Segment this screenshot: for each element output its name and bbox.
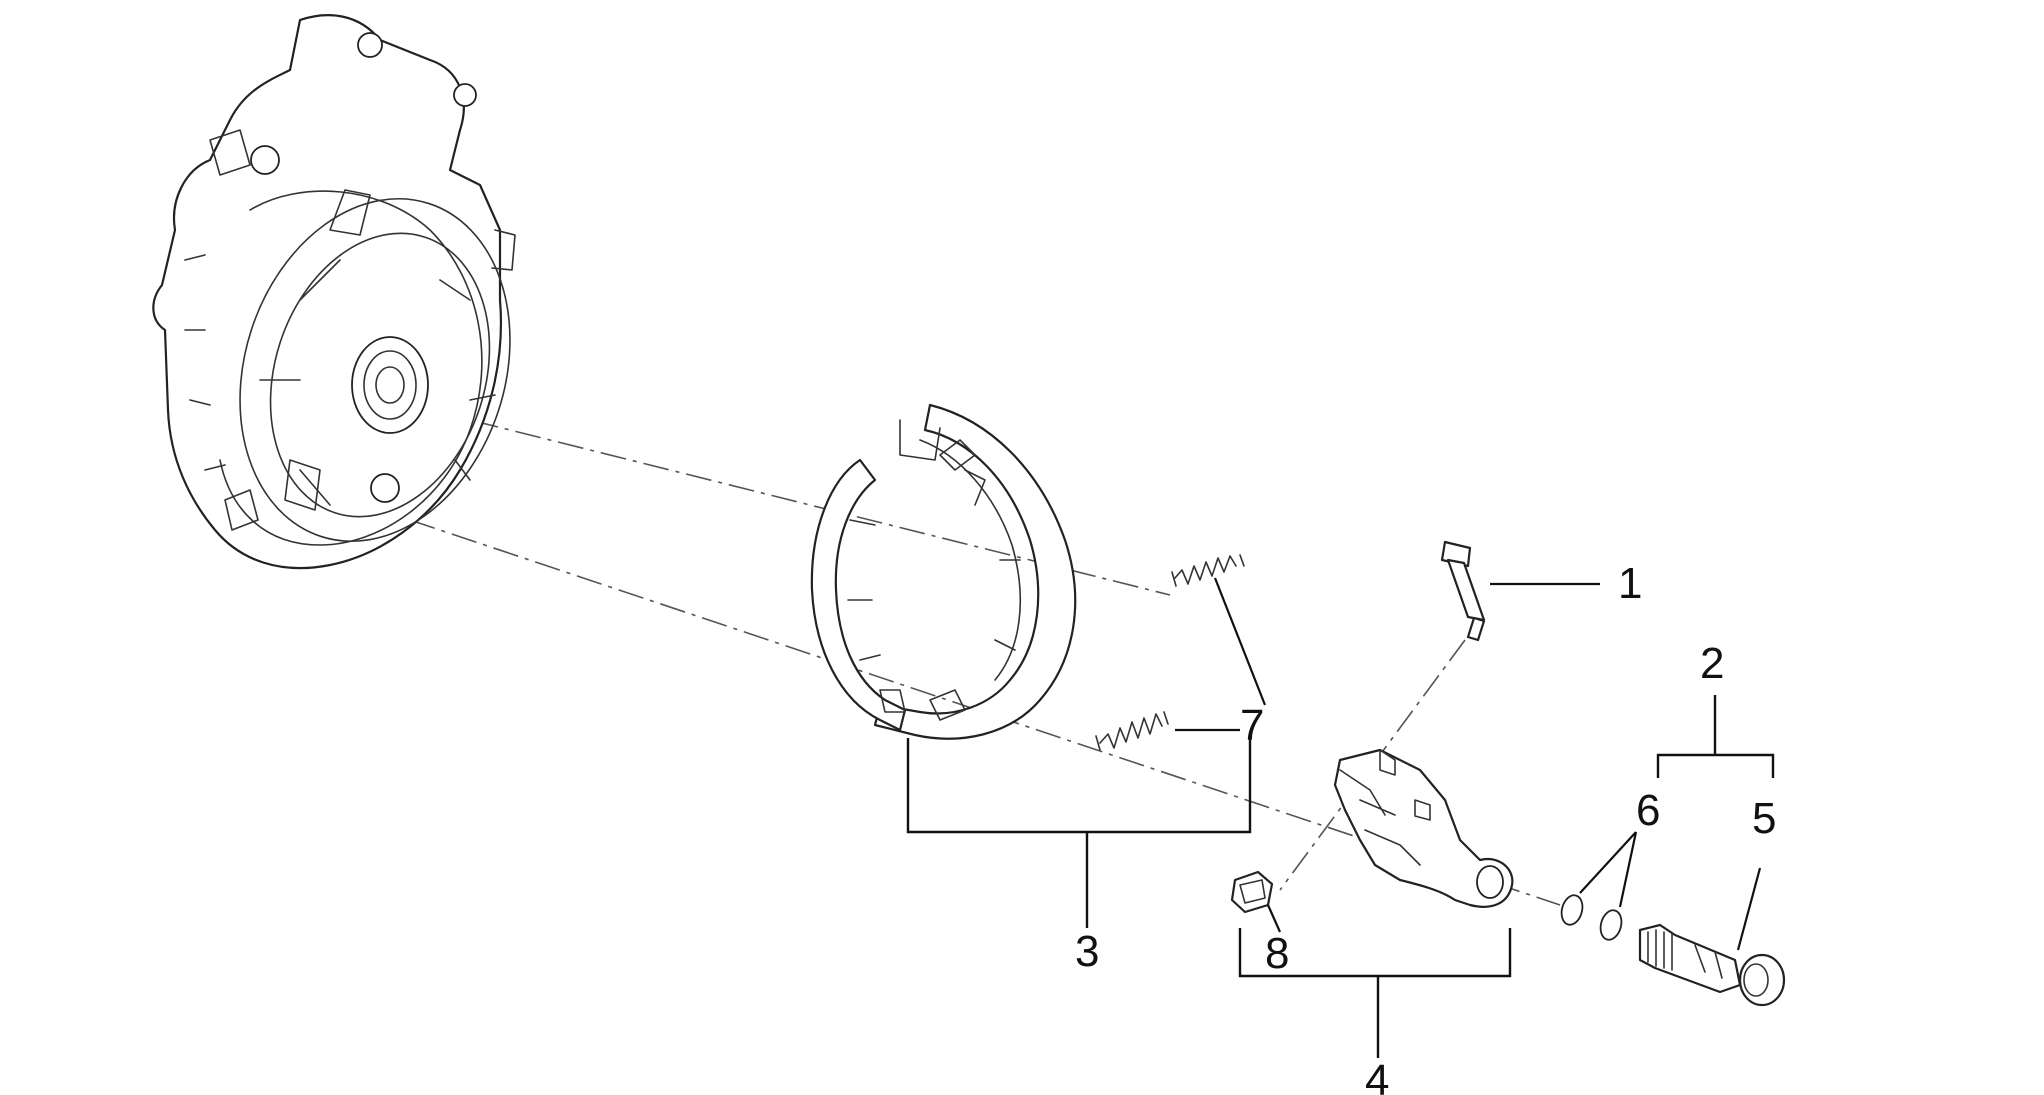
o-rings xyxy=(1560,894,1623,941)
callout-6: 6 xyxy=(1636,786,1660,835)
cam-lever xyxy=(1333,748,1514,908)
bracket-2 xyxy=(1656,695,1775,778)
callout-5: 5 xyxy=(1752,794,1776,843)
cam-shaft xyxy=(1638,923,1786,1007)
nut xyxy=(1230,870,1274,914)
upper-spring xyxy=(1171,554,1245,587)
bolt xyxy=(1440,540,1486,642)
leader-lines xyxy=(1175,577,1762,951)
callout-7: 7 xyxy=(1240,701,1264,750)
callout-1: 1 xyxy=(1618,559,1642,608)
callout-4: 4 xyxy=(1365,1056,1389,1095)
bracket-4 xyxy=(1238,928,1512,1058)
brake-shoes xyxy=(810,403,1077,740)
callout-8: 8 xyxy=(1265,929,1289,978)
callout-3: 3 xyxy=(1075,927,1099,976)
callout-2: 2 xyxy=(1700,639,1724,688)
bracket-3 xyxy=(906,738,1252,928)
lower-spring xyxy=(1095,711,1169,751)
brake-housing xyxy=(152,14,516,570)
